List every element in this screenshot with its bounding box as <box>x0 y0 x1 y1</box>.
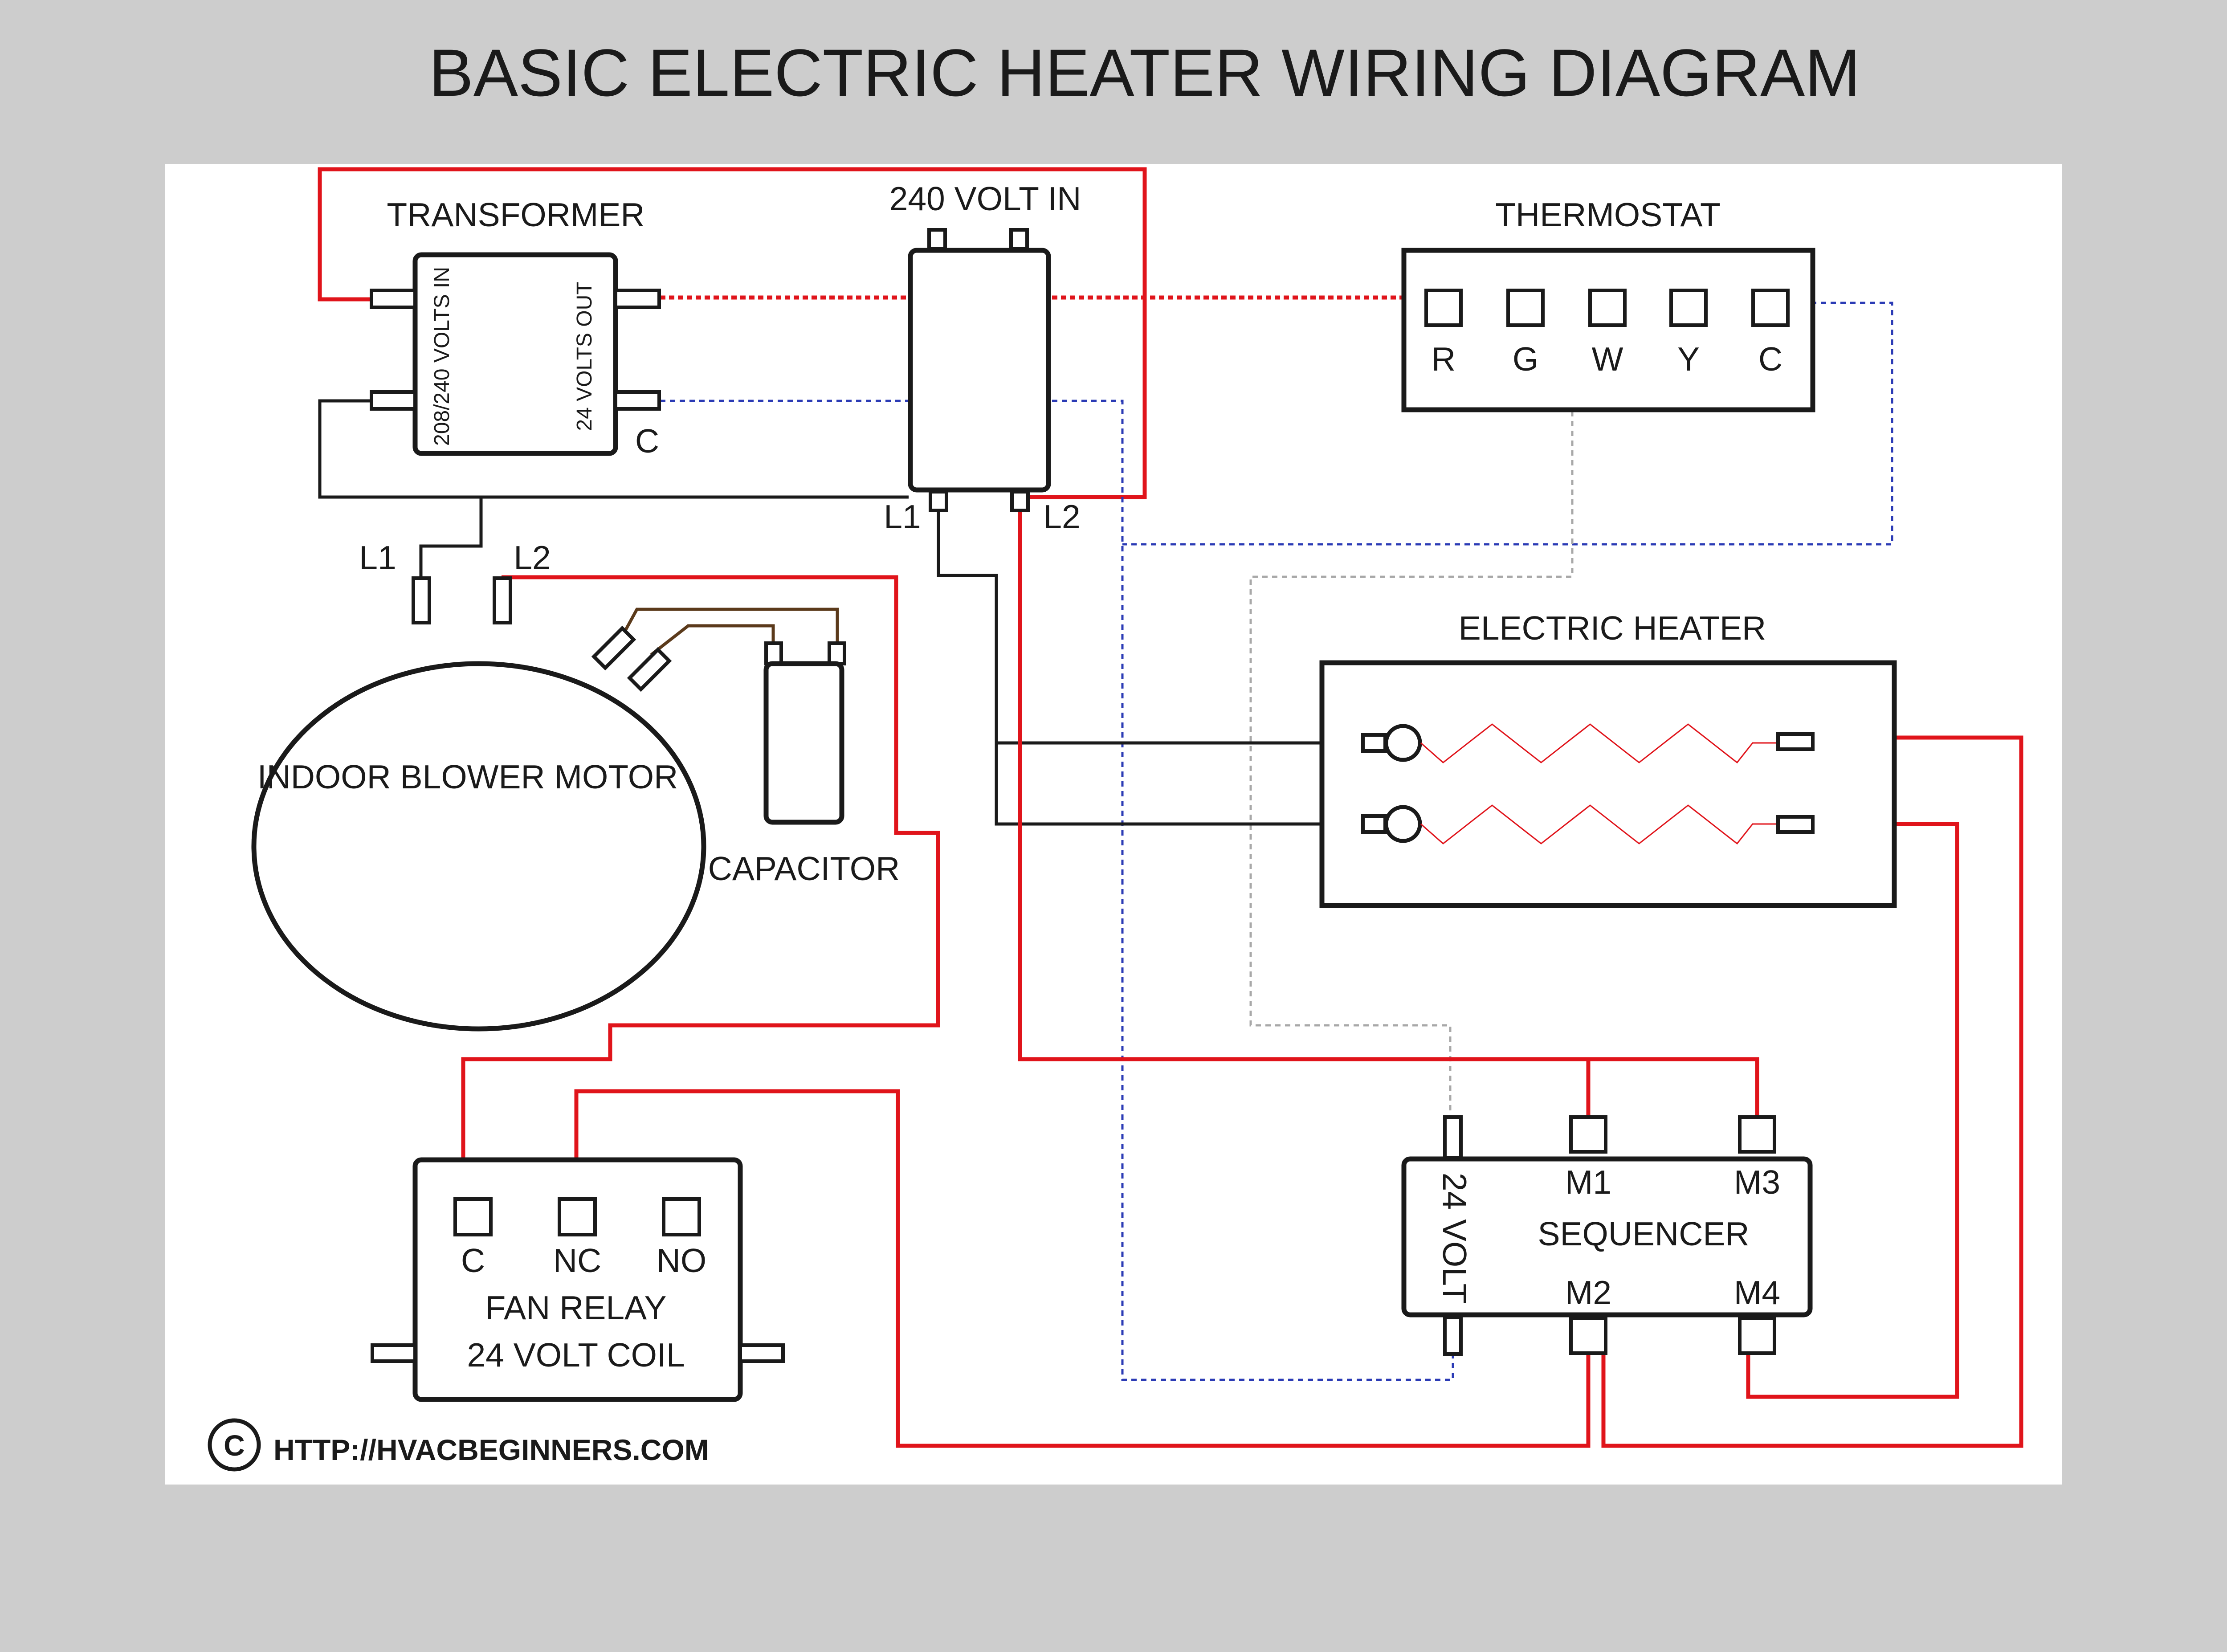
sequencer-body <box>1401 1156 1813 1318</box>
transformer-label: TRANSFORMER <box>387 196 644 233</box>
heater-body <box>1319 660 1897 908</box>
thermostat-terminal-y <box>1669 289 1708 327</box>
transformer-terminal-out-2 <box>614 390 661 411</box>
fan-relay-terminal-c <box>453 1197 493 1236</box>
heater-terminal-2-out <box>1776 815 1815 834</box>
supply-l2-label: L2 <box>1043 498 1080 535</box>
blower-label: INDOOR BLOWER MOTOR <box>257 758 678 795</box>
fan-relay-label-nc: NC <box>553 1242 601 1279</box>
diagram-title: BASIC ELECTRIC HEATER WIRING DIAGRAM <box>429 35 1860 110</box>
thermostat-terminal-g <box>1506 289 1545 327</box>
fan-relay-terminal-right <box>738 1343 785 1363</box>
thermostat-body <box>1401 248 1815 412</box>
supply-terminal-l1 <box>929 490 948 512</box>
sequencer-coil-terminal-top <box>1443 1115 1463 1160</box>
wire-heater-1-return <box>1601 735 2023 1448</box>
sequencer-label-m1: M1 <box>1565 1163 1611 1201</box>
supply-block <box>908 248 1051 493</box>
supply-l1-label: L1 <box>884 498 921 535</box>
transformer-common-label: C <box>635 422 659 460</box>
blower-l1-label: L1 <box>359 539 396 576</box>
heater-element-1 <box>1420 723 1782 764</box>
heater-lug-1 <box>1384 724 1422 762</box>
supply-terminal-top-1 <box>927 228 947 250</box>
fan-relay-coil: 24 VOLT COIL <box>467 1336 685 1374</box>
sequencer-terminal-m2-bottom <box>1569 1317 1607 1355</box>
thermostat-terminal-w <box>1588 289 1627 327</box>
blower-motor <box>251 661 706 1032</box>
capacitor-terminal-1 <box>764 641 783 665</box>
wire-l2-sequencer <box>1018 508 1759 1117</box>
heater-element-2 <box>1420 804 1782 845</box>
fan-relay-label-c: C <box>461 1242 485 1279</box>
blower-terminal-l2 <box>493 576 512 624</box>
sequencer-terminal-m3-top <box>1738 1115 1776 1154</box>
wire-common-thermostat <box>1122 302 1893 546</box>
thermostat-label: THERMOSTAT <box>1495 196 1721 233</box>
thermostat-label-g: G <box>1513 340 1538 378</box>
supply-label: 240 VOLT IN <box>889 180 1081 217</box>
thermostat-label-y: Y <box>1677 340 1700 378</box>
blower-terminal-l1 <box>412 576 431 624</box>
heater-terminal-1-in <box>1361 733 1387 753</box>
blower-cap-terminal-2 <box>627 647 672 692</box>
blower-l2-label: L2 <box>514 539 551 576</box>
thermostat-label-w: W <box>1592 340 1623 378</box>
supply-terminal-top-2 <box>1009 228 1029 250</box>
sequencer-terminal-m1-top <box>1569 1115 1607 1154</box>
supply-terminal-l2 <box>1010 490 1030 512</box>
thermostat-label-r: R <box>1432 340 1456 378</box>
heater-terminal-1-out <box>1776 732 1815 751</box>
wire-relay-nc <box>574 1089 1591 1448</box>
thermostat-terminal-c <box>1751 289 1790 327</box>
sequencer-label: SEQUENCER <box>1538 1215 1749 1252</box>
wire-capacitor-1 <box>620 608 839 645</box>
sequencer-label-m4: M4 <box>1734 1274 1780 1311</box>
thermostat-terminal-r <box>1424 289 1463 327</box>
wire-heater-2-return <box>1746 822 1959 1399</box>
fan-relay-terminal-nc <box>558 1197 597 1236</box>
thermostat-label-c: C <box>1758 340 1782 378</box>
fan-relay-label-no: NO <box>657 1242 707 1279</box>
footer-url[interactable]: HTTP://HVACBEGINNERS.COM <box>273 1433 709 1466</box>
copyright-symbol: C <box>224 1429 245 1462</box>
wire-blower-l1 <box>419 497 483 579</box>
transformer-terminal-out-1 <box>614 289 661 309</box>
capacitor-terminal-2 <box>828 641 846 665</box>
sequencer-coil-label: 24 VOLT <box>1436 1173 1473 1304</box>
fan-relay-body <box>412 1157 743 1402</box>
wire-l1-heater-2 <box>995 743 1370 826</box>
sequencer-coil-terminal-bottom <box>1443 1316 1463 1356</box>
heater-label: ELECTRIC HEATER <box>1459 609 1766 647</box>
wire-blower-l2 <box>461 575 940 1198</box>
transformer-input-label: 208/240 VOLTS IN <box>430 267 454 446</box>
capacitor-body <box>763 661 844 825</box>
capacitor-label: CAPACITOR <box>708 850 900 887</box>
transformer-terminal-in-2 <box>370 390 417 411</box>
heater-terminal-2-in <box>1361 814 1387 834</box>
fan-relay-name: FAN RELAY <box>485 1289 666 1326</box>
heater-lug-2 <box>1384 805 1422 843</box>
wire-l1-heater <box>937 508 1370 745</box>
fan-relay-terminal-no <box>662 1197 701 1236</box>
sequencer-terminal-m4-bottom <box>1738 1317 1776 1355</box>
transformer-output-label: 24 VOLTS OUT <box>573 281 596 431</box>
wire-transformer-in-l2 <box>318 167 1147 499</box>
sequencer-label-m3: M3 <box>1734 1163 1780 1201</box>
sequencer-label-m2: M2 <box>1565 1274 1611 1311</box>
wire-transformer-in-l1 <box>318 399 909 499</box>
blower-cap-terminal-1 <box>591 625 636 671</box>
fan-relay-terminal-left <box>371 1343 417 1363</box>
copyright-icon <box>208 1418 261 1472</box>
wire-capacitor-2 <box>650 624 775 656</box>
transformer-body <box>412 252 618 456</box>
transformer-terminal-in-1 <box>370 289 417 309</box>
